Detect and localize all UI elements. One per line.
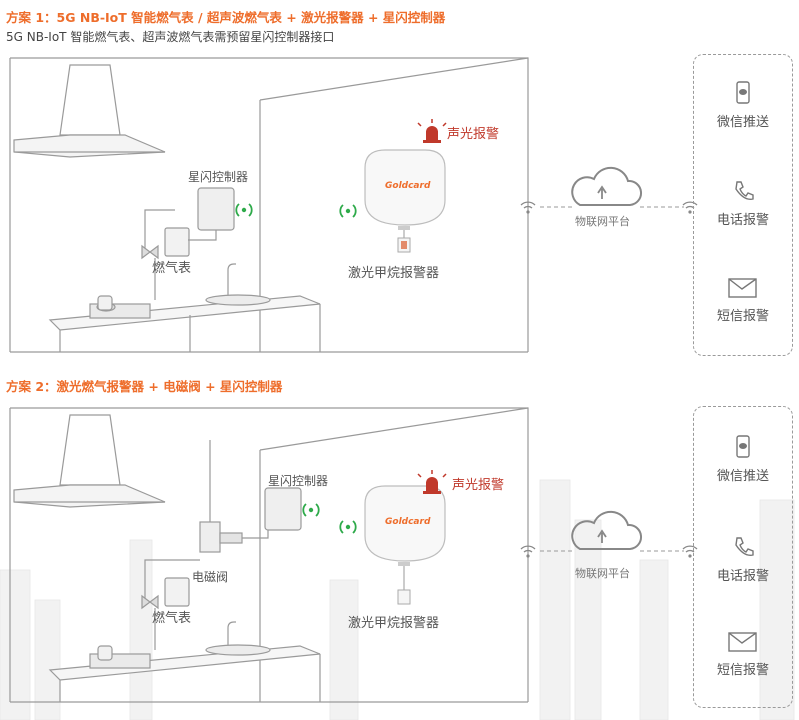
channel-sms: 短信报警 — [694, 631, 792, 678]
city-skyline — [0, 479, 795, 720]
phone-icon — [735, 181, 754, 200]
detector-label: 激光甲烷报警器 — [348, 266, 440, 281]
laser-detector-device — [364, 149, 446, 253]
wechat-icon — [736, 81, 750, 104]
wireless-signal-icon — [302, 503, 320, 517]
scheme1-title: 方案 1：5G NB-IoT 智能燃气表 / 超声波燃气表 + 激光报警器 + … — [6, 10, 446, 25]
channel-phone: 电话报警 — [694, 535, 792, 584]
siren-icon — [417, 119, 447, 143]
scheme2-title: 方案 2：激光燃气报警器 + 电磁阀 + 星闪控制器 — [6, 379, 283, 394]
cloud-icon — [571, 166, 643, 206]
scheme2-room — [9, 407, 529, 703]
siren-icon — [417, 470, 447, 494]
controller-label: 星闪控制器 — [268, 474, 329, 488]
brand-logo: Goldcard — [385, 181, 431, 191]
meter-label: 燃气表 — [152, 261, 192, 276]
platform-label: 物联网平台 — [575, 215, 630, 228]
notification-channels: 微信推送 电话报警 短信报警 — [693, 406, 793, 708]
wireless-signal-icon — [235, 203, 253, 217]
phone-icon — [735, 537, 754, 556]
channel-wechat: 微信推送 — [694, 81, 792, 130]
scheme1-subtitle: 5G NB-IoT 智能燃气表、超声波燃气表需预留星闪控制器接口 — [6, 30, 335, 44]
wireless-signal-icon — [339, 520, 357, 534]
channel-wechat: 微信推送 — [694, 435, 792, 484]
valve-label: 电磁阀 — [192, 570, 229, 584]
controller-label: 星闪控制器 — [188, 170, 249, 184]
wechat-icon — [736, 435, 750, 458]
alarm-label: 声光报警 — [452, 478, 505, 493]
scheme1-room — [9, 57, 529, 353]
channel-phone: 电话报警 — [694, 179, 792, 228]
mail-icon — [728, 278, 757, 298]
detector-label: 激光甲烷报警器 — [348, 616, 440, 631]
platform-label: 物联网平台 — [575, 567, 630, 580]
brand-logo: Goldcard — [385, 517, 431, 527]
meter-label: 燃气表 — [152, 611, 192, 626]
wireless-signal-icon — [339, 204, 357, 218]
mail-icon — [728, 632, 757, 652]
laser-detector-device — [364, 485, 446, 605]
channel-sms: 短信报警 — [694, 277, 792, 324]
notification-channels: 微信推送 电话报警 短信报警 — [693, 54, 793, 356]
alarm-label: 声光报警 — [447, 127, 500, 142]
